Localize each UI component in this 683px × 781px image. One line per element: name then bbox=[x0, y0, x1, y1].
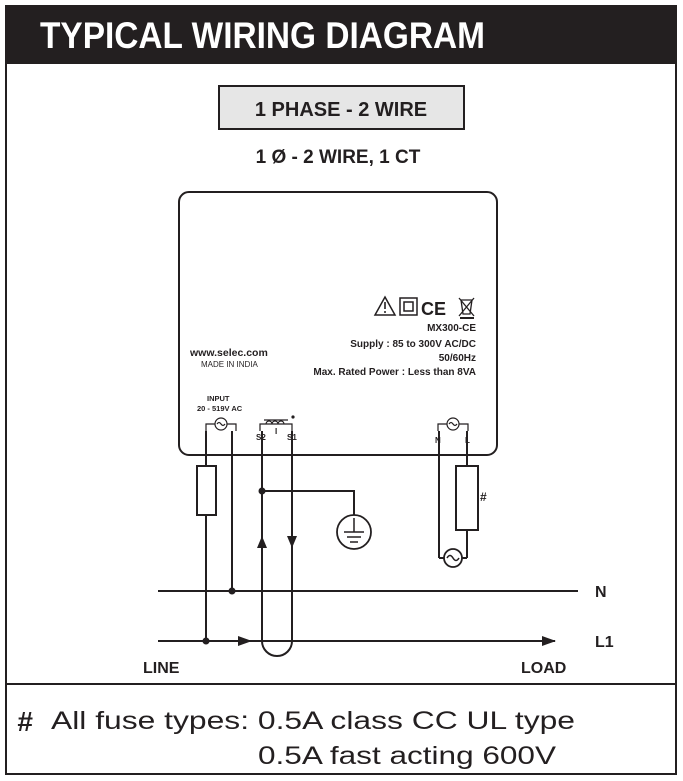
load-label: LOAD bbox=[521, 660, 566, 677]
warning-triangle-icon bbox=[373, 295, 397, 316]
footer-hash: # bbox=[17, 706, 33, 737]
made-in: MADE IN INDIA bbox=[201, 360, 259, 369]
input-terminal-symbol bbox=[205, 417, 237, 431]
footer-line-2: 0.5A fast acting 600V bbox=[258, 742, 556, 770]
config-subtitle: 1 Ø - 2 WIRE, 1 CT bbox=[256, 147, 421, 168]
max-power-spec: Max. Rated Power : Less than 8VA bbox=[313, 367, 476, 378]
line-label-l1: L1 bbox=[595, 634, 614, 651]
config-label-box bbox=[218, 85, 465, 130]
ce-mark-icon: CE bbox=[421, 299, 446, 319]
model-number: MX300-CE bbox=[427, 323, 476, 334]
supply-fuse bbox=[455, 465, 479, 531]
aux-terminal-symbol bbox=[437, 417, 469, 431]
input-title: INPUT bbox=[207, 394, 230, 403]
website: www.selec.com bbox=[189, 347, 268, 359]
double-insulation-icon bbox=[399, 297, 418, 316]
frequency-spec: 50/60Hz bbox=[439, 353, 476, 364]
weee-bin-icon bbox=[458, 297, 475, 319]
header-bar bbox=[6, 6, 676, 64]
junction-dot bbox=[228, 587, 236, 595]
meter-body bbox=[178, 191, 498, 456]
ct-terminal-symbol bbox=[259, 419, 293, 431]
junction-dot bbox=[202, 637, 210, 645]
junction-dot bbox=[258, 487, 266, 495]
line-label: LINE bbox=[143, 660, 180, 677]
ac-source-icon bbox=[443, 548, 463, 568]
input-range: 20 - 519V AC bbox=[197, 404, 243, 413]
line-label-n: N bbox=[595, 584, 607, 601]
ct-polarity-dot bbox=[291, 415, 295, 419]
supply-spec: Supply : 85 to 300V AC/DC bbox=[350, 339, 476, 350]
ct-label-i: I bbox=[275, 427, 277, 436]
page-title: TYPICAL WIRING DIAGRAM bbox=[40, 15, 485, 56]
earth-ground-icon bbox=[336, 514, 372, 550]
ct-s1-arrow-icon bbox=[287, 536, 297, 548]
line-arrow-icon bbox=[238, 636, 252, 646]
ct-s2-arrow-icon bbox=[257, 536, 267, 548]
fuse-mark: # bbox=[480, 490, 487, 504]
config-label: 1 PHASE - 2 WIRE bbox=[255, 99, 427, 121]
input-fuse bbox=[196, 465, 217, 516]
footer-line-1: All fuse types: 0.5A class CC UL type bbox=[51, 707, 575, 735]
load-arrow-icon bbox=[542, 636, 556, 646]
